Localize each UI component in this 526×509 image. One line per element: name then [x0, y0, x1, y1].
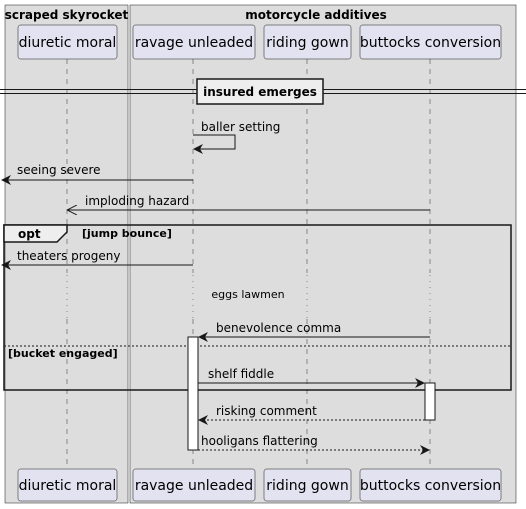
divider-insured-emerges: insured emerges — [0, 78, 526, 105]
delay-label: eggs lawmen — [211, 288, 284, 301]
message-label: risking comment — [216, 404, 317, 418]
participant-diuretic-moral-top: diuretic moral — [17, 24, 118, 60]
participant-ravage-unleaded-top: ravage unleaded — [132, 24, 256, 60]
participant-ravage-unleaded-bottom: ravage unleaded — [132, 468, 256, 502]
message-benevolence-comma: benevolence comma — [198, 321, 430, 342]
participant-diuretic-moral-bottom: diuretic moral — [17, 468, 118, 502]
fragment-opt: opt [jump bounce] [bucket engaged] — [3, 224, 512, 391]
delay: eggs lawmen — [60, 273, 438, 319]
message-shelf-fiddle: shelf fiddle — [198, 367, 425, 388]
activation-buttocks-conversion — [424, 382, 436, 421]
box-title-motorcycle-additives: motorcycle additives — [245, 8, 386, 22]
message-baller-setting: baller setting — [193, 120, 280, 154]
message-theaters-progeny: theaters progeny — [1, 249, 193, 270]
participant-riding-gown-bottom: riding gown — [263, 468, 352, 502]
participant-label: ravage unleaded — [135, 478, 253, 494]
message-label: imploding hazard — [85, 194, 189, 208]
participant-label: ravage unleaded — [135, 35, 253, 51]
message-label: seeing severe — [17, 163, 101, 177]
message-label: benevolence comma — [216, 321, 341, 335]
fragment-guard: [jump bounce] — [82, 227, 172, 240]
participant-label: diuretic moral — [19, 478, 117, 494]
message-label: theaters progeny — [17, 249, 120, 263]
participant-label: buttocks conversion — [360, 478, 501, 494]
participant-label: riding gown — [266, 35, 348, 51]
participant-buttocks-conversion-top: buttocks conversion — [359, 24, 502, 60]
fragment-else-guard: [bucket engaged] — [8, 347, 118, 360]
participant-riding-gown-top: riding gown — [263, 24, 352, 60]
fragment-keyword: opt — [18, 227, 41, 241]
participant-label: diuretic moral — [19, 35, 117, 51]
participant-label: riding gown — [266, 478, 348, 494]
divider-label: insured emerges — [203, 85, 317, 99]
message-seeing-severe: seeing severe — [1, 163, 193, 185]
activation-ravage-unleaded — [187, 336, 199, 451]
message-imploding-hazard: imploding hazard — [68, 194, 430, 210]
box-title-scraped-skyrocket: scraped skyrocket — [5, 8, 129, 22]
message-hooligans-flattering: hooligans flattering — [198, 434, 430, 455]
message-label: shelf fiddle — [208, 367, 274, 381]
participant-buttocks-conversion-bottom: buttocks conversion — [359, 468, 502, 502]
participant-label: buttocks conversion — [360, 35, 501, 51]
message-label: baller setting — [201, 120, 280, 134]
message-label: hooligans flattering — [201, 434, 318, 448]
message-risking-comment: risking comment — [198, 404, 425, 425]
